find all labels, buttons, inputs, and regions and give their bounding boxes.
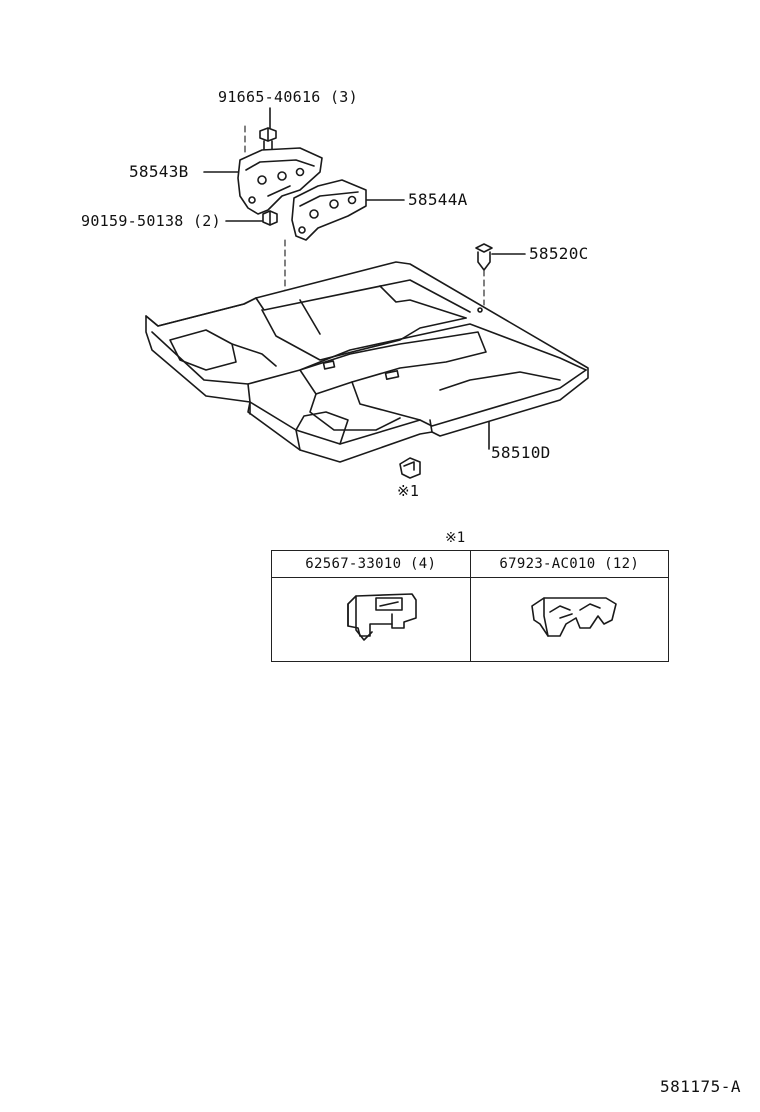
- detail-table: 62567-33010 (4) 67923-AC010 (12): [271, 550, 669, 662]
- callout-bolt-top: 91665-40616 (3): [218, 88, 358, 106]
- bolt-top-icon: [259, 127, 277, 151]
- callout-floor-carpet: 58510D: [491, 443, 551, 462]
- detail-part-image-cell-2: [469, 577, 669, 662]
- clip-icon: [475, 243, 493, 271]
- callout-clip: 58520C: [529, 244, 589, 263]
- clip-detail-icon: [399, 457, 421, 479]
- bracket-left-icon: [237, 147, 323, 215]
- callout-clip-note-ref: ※1: [397, 482, 420, 500]
- callout-bracket-left: 58543B: [129, 162, 189, 181]
- detail-part-number-1: 62567-33010 (4): [271, 550, 471, 578]
- callout-bolt-lower: 90159-50138 (2): [81, 212, 221, 230]
- figure-code: 581175-A: [659, 1077, 741, 1096]
- bracket-right-icon: [291, 179, 367, 241]
- detail-part-number-2: 67923-AC010 (12): [469, 550, 669, 578]
- floor-carpet-icon: [145, 261, 589, 463]
- callout-bracket-right: 58544A: [408, 190, 468, 209]
- detail-part-image-cell-1: [271, 577, 471, 662]
- bolt-lower-icon: [262, 210, 278, 226]
- detail-table-heading: ※1: [445, 530, 466, 546]
